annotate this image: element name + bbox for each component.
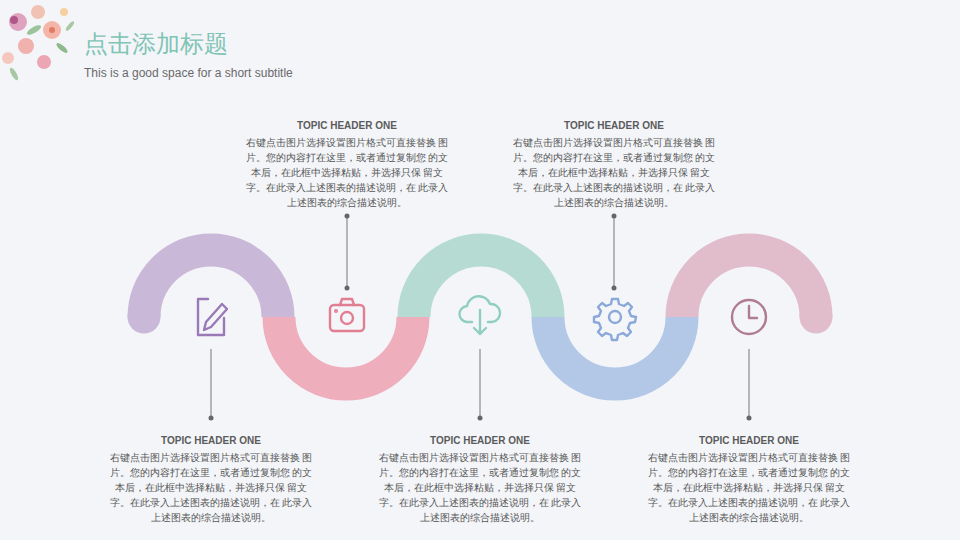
topic-text-block: TOPIC HEADER ONE 右键点击图片选择设置图片格式可直接替换 图片。您… — [105, 434, 317, 525]
topic-header: TOPIC HEADER ONE — [643, 434, 855, 448]
topic-text-block: TOPIC HEADER ONE 右键点击图片选择设置图片格式可直接替换 图片。您… — [374, 434, 586, 525]
flower-decoration — [2, 5, 75, 81]
topic-text-block: TOPIC HEADER ONE 右键点击图片选择设置图片格式可直接替换 图片。您… — [241, 119, 453, 210]
band-cap — [128, 301, 161, 334]
topic-text-block: TOPIC HEADER ONE 右键点击图片选择设置图片格式可直接替换 图片。您… — [508, 119, 720, 210]
subtitle: This is a good space for a short subtitl… — [84, 66, 293, 80]
camera-icon — [330, 299, 364, 331]
topic-description: 右键点击图片选择设置图片格式可直接替换 图片。您的内容打在这里，或者通过复制您 … — [241, 135, 453, 210]
clock-icon — [732, 300, 766, 334]
leader-line — [211, 216, 749, 418]
topic-text-block: TOPIC HEADER ONE 右键点击图片选择设置图片格式可直接替换 图片。您… — [643, 434, 855, 525]
cloud-download-icon — [459, 296, 500, 334]
topic-header: TOPIC HEADER ONE — [241, 119, 453, 133]
topic-description: 右键点击图片选择设置图片格式可直接替换 图片。您的内容打在这里，或者通过复制您 … — [508, 135, 720, 210]
slide-title: 点击添加标题 — [84, 28, 228, 60]
leader-dot — [209, 214, 752, 421]
topic-description: 右键点击图片选择设置图片格式可直接替换 图片。您的内容打在这里，或者通过复制您 … — [105, 450, 317, 525]
band-cap — [800, 301, 833, 334]
gear-icon — [594, 299, 636, 340]
topic-description: 右键点击图片选择设置图片格式可直接替换 图片。您的内容打在这里，或者通过复制您 … — [643, 450, 855, 525]
topic-header: TOPIC HEADER ONE — [508, 119, 720, 133]
topic-header: TOPIC HEADER ONE — [105, 434, 317, 448]
edit-icon — [198, 299, 227, 335]
topic-description: 右键点击图片选择设置图片格式可直接替换 图片。您的内容打在这里，或者通过复制您 … — [374, 450, 586, 525]
topic-header: TOPIC HEADER ONE — [374, 434, 586, 448]
